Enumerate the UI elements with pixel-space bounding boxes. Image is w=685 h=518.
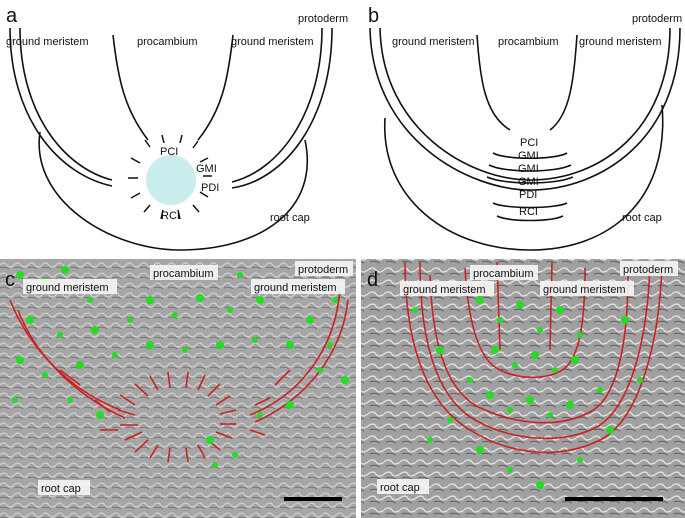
panel-a-protoderm-left-inner [19, 27, 113, 181]
panel-b-label-gmi-1: GMI [518, 150, 539, 162]
panel-d-fluorescence-spots [412, 287, 643, 489]
panel-a-procambium-right [197, 34, 234, 141]
panel-d-micrograph [361, 259, 685, 518]
panel-d-label-ground-meristem-left: ground meristem [403, 284, 486, 296]
panel-c-label-protoderm: protoderm [298, 264, 348, 276]
panel-c-tag-procambium-bg [150, 265, 218, 280]
panel-c-scale-bar [284, 497, 342, 501]
panel-b-label-gmi-3: GMI [518, 176, 539, 188]
panel-b-label-ground-meristem-right: ground meristem [579, 36, 662, 48]
panel-c-tag-protoderm-bg [295, 261, 353, 276]
panel-c-label-ground-meristem-right: ground meristem [254, 282, 337, 294]
panel-d-label-protoderm: protoderm [623, 264, 673, 276]
panel-a-label-pdi: PDI [201, 182, 219, 194]
panel-a: a protoderm ground meris [6, 5, 348, 251]
panel-a-label-ground-meristem-left: ground meristem [6, 36, 89, 48]
panel-c-label-ground-meristem-left: ground meristem [26, 282, 109, 294]
panel-a-label-ground-meristem-right: ground meristem [231, 36, 314, 48]
panel-b-procambium-left [476, 34, 511, 131]
panel-d-label-procambium: procambium [473, 268, 534, 280]
panel-c-tag-root-cap-bg [38, 480, 90, 495]
panel-b-gmi-arc-1 [492, 152, 568, 159]
panel-d [361, 259, 685, 518]
panel-b-pdi-arc [492, 202, 568, 209]
panel-b-rci-arc [496, 215, 564, 222]
panel-b-label-protoderm: protoderm [632, 13, 682, 25]
panel-b-label-pdi: PDI [519, 189, 537, 201]
panel-c-tag-ground-meristem-right-bg [251, 279, 345, 294]
panel-d-tag-ground-meristem-left-bg [400, 281, 494, 296]
panel-b-gmi-arc-2 [488, 164, 572, 172]
panel-d-tag-protoderm-bg [620, 261, 678, 276]
panel-b-label-pci: PCI [520, 137, 538, 149]
panel-c-label-root-cap: root cap [41, 483, 81, 495]
panel-a-root-cap-outline [38, 131, 308, 251]
panel-d-tag-ground-meristem-right-bg [540, 281, 634, 296]
panel-d-scale-bar [565, 497, 663, 501]
panel-d-label-ground-meristem-right: ground meristem [543, 284, 626, 296]
panel-b-label-root-cap: root cap [622, 212, 662, 224]
panel-c-red-traces [9, 289, 349, 463]
panel-c-tag-ground-meristem-left-bg [23, 279, 117, 294]
panel-b-label-ground-meristem-left: ground meristem [392, 36, 475, 48]
panel-d-red-traces [404, 261, 663, 454]
panel-d-tag-procambium-bg [470, 265, 538, 280]
panel-d-letter: d [367, 269, 378, 291]
panel-a-procambium-left [112, 34, 149, 141]
panel-b-label-gmi-2: GMI [518, 163, 539, 175]
panel-b-root-cap-outline [384, 104, 664, 251]
panel-a-label-protoderm: protoderm [298, 13, 348, 25]
panel-a-quiescent-center [146, 155, 196, 205]
panel-c-label-procambium: procambium [153, 268, 214, 280]
panel-a-label-root-cap: root cap [270, 212, 310, 224]
panel-b-label-procambium: procambium [498, 36, 559, 48]
panel-d-tag-root-cap-bg [377, 479, 429, 494]
panel-a-letter: a [6, 5, 18, 27]
panel-c-letter: c [5, 269, 15, 291]
panel-a-label-gmi: GMI [196, 163, 217, 175]
panel-a-label-rci: RCI [161, 210, 180, 222]
panel-a-label-procambium: procambium [137, 36, 198, 48]
panel-a-label-pci: PCI [160, 146, 178, 158]
panel-d-label-root-cap: root cap [380, 482, 420, 494]
panel-a-protoderm-right-inner [231, 27, 323, 183]
panel-b-protoderm-outer [369, 27, 681, 191]
panel-a-initial-ticks [128, 134, 212, 220]
panel-b-letter: b [368, 5, 379, 27]
panel-c [0, 259, 356, 518]
panel-c-micrograph [0, 259, 356, 518]
panel-b-procambium-right [549, 34, 578, 131]
panel-b: b protoderm ground meristem procambium g… [368, 5, 682, 251]
panel-b-label-rci: RCI [519, 206, 538, 218]
panel-b-gmi-arc-3 [486, 176, 574, 184]
panel-a-protoderm-right-outer [231, 27, 333, 189]
panel-a-protoderm-left-outer [9, 27, 113, 187]
panel-b-protoderm-inner [379, 27, 671, 181]
